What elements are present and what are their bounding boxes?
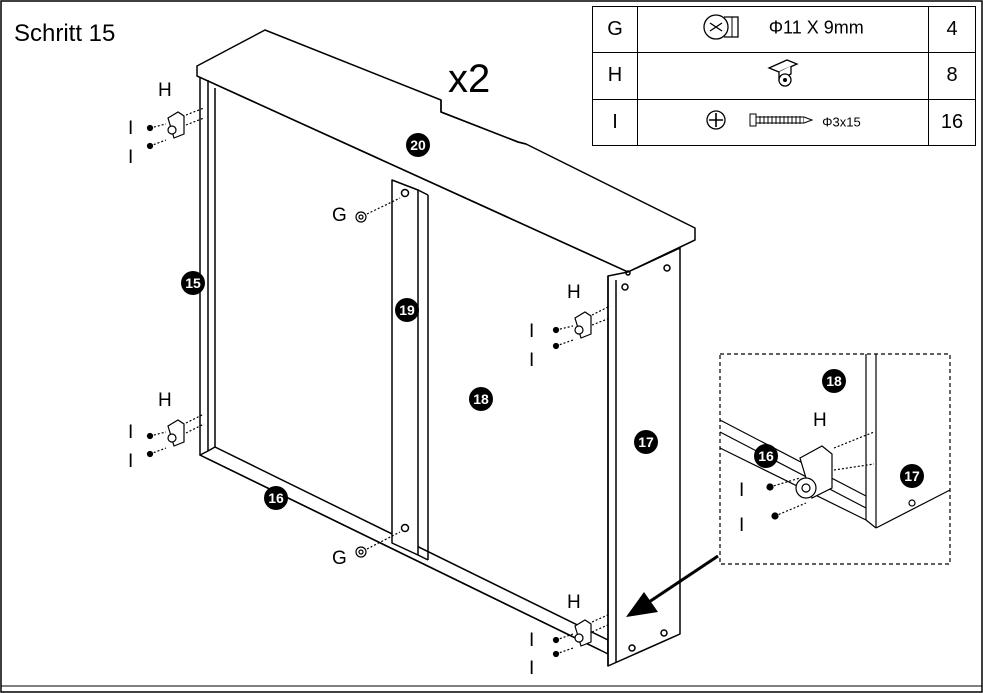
part-size: Φ3x15 [822,114,861,130]
detail-inset [719,353,951,565]
caster-right-upper [555,305,611,347]
caster-right-lower [555,613,611,655]
part-spec [637,52,929,100]
parts-table: G Φ11 X 9mm 4 H 8 I Φ3x15 16 [592,5,976,147]
parts-row-i: I Φ3x15 16 [592,98,976,147]
parts-row-g: G Φ11 X 9mm 4 [592,5,976,54]
parts-row-h: H 8 [592,52,976,100]
part-spec: Φ11 X 9mm [637,5,929,54]
part-qty: 4 [928,5,976,54]
caster-wheel-icon [765,56,801,95]
cam-lock-icon [702,12,746,47]
screw-icon [748,112,814,133]
part-size: Φ11 X 9mm [768,17,864,38]
part-letter: H [592,52,638,100]
quantity-multiplier: x2 [448,57,491,101]
part-qty: 16 [928,98,976,147]
cabinet-drawing [196,29,696,667]
part-qty: 8 [928,52,976,100]
part-letter: I [592,98,638,147]
detail-arrow [626,554,719,617]
part-spec: Φ3x15 [637,98,929,147]
cam-lock-upper [355,197,401,223]
step-title: Schritt 15 [14,20,116,47]
caster-top-left [149,107,205,147]
panel-numbers [181,133,924,510]
caster-mid-left [149,413,205,455]
cam-lock-lower [355,531,401,558]
screw-glyphs [146,124,560,658]
screw-head-icon [705,109,727,136]
caster-fixtures [146,107,611,658]
part-letter: G [592,5,638,54]
middle-divider [391,179,419,556]
